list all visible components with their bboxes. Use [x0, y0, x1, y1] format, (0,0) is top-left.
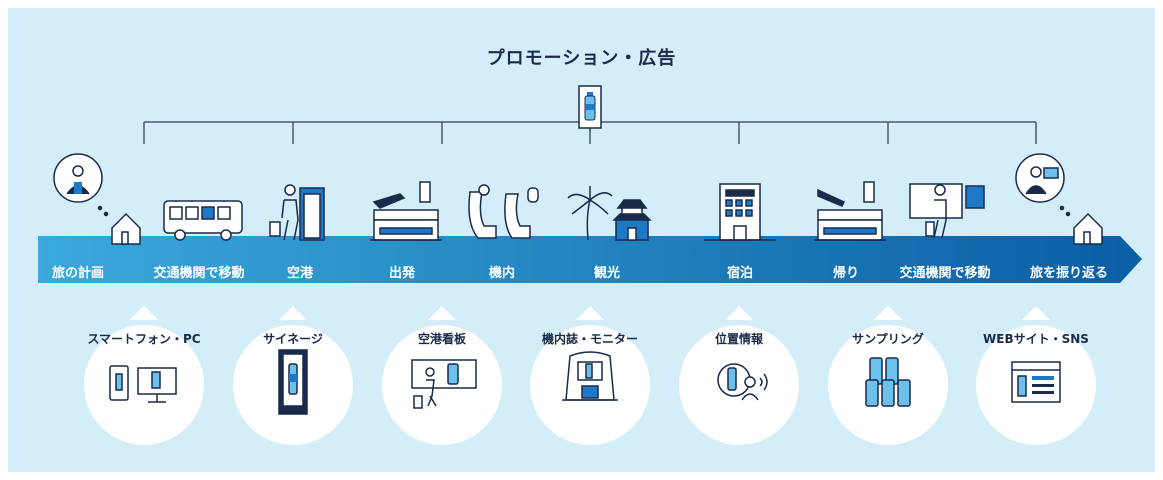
- channel-label-7: WEBサイト・SNS: [983, 332, 1089, 346]
- channel-label-2: サイネージ: [263, 332, 323, 346]
- bottle-poster-icon: [578, 85, 602, 129]
- airplane-seat-icon: [468, 184, 539, 239]
- channel-label-6: サンプリング: [852, 332, 924, 346]
- train-station-traveler-icon: [909, 183, 985, 239]
- hotel-icon: [704, 183, 776, 241]
- location-info-icon: [717, 363, 768, 401]
- diagram-title: プロモーション・広告: [486, 48, 677, 69]
- stage-label-6: 観光: [593, 266, 620, 281]
- channel-label-1: スマートフォン・PC: [87, 332, 201, 346]
- sampling-bottles-icon: [865, 357, 911, 407]
- airport-billboard-icon: [411, 359, 477, 409]
- sightseeing-palm-castle-icon: [567, 186, 652, 241]
- stage-label-10: 旅を振り返る: [1029, 266, 1108, 281]
- channel-label-3: 空港看板: [417, 332, 466, 346]
- departure-airport-icon: [370, 181, 442, 241]
- planning-person-house-icon: [53, 153, 141, 245]
- inflight-monitor-icon: [562, 351, 618, 401]
- channel-label-5: 位置情報: [714, 332, 763, 346]
- stage-label-7: 宿泊: [726, 266, 753, 281]
- stage-label-9: 交通機関で移動: [899, 266, 991, 281]
- stage-label-8: 帰り: [832, 266, 859, 281]
- channel-label-4: 機内誌・モニター: [541, 332, 638, 346]
- airport-traveler-door-icon: [269, 184, 325, 241]
- smartphone-pc-icon: [109, 365, 177, 403]
- bus-icon: [163, 200, 243, 241]
- review-person-house-icon: [1015, 153, 1103, 245]
- stage-label-1: 旅の計画: [51, 266, 104, 281]
- arrival-airport-icon: [814, 181, 886, 241]
- signage-icon: [278, 349, 308, 415]
- stage-label-2: 交通機関で移動: [153, 266, 245, 281]
- stage-label-4: 出発: [388, 266, 415, 281]
- website-sns-icon: [1011, 361, 1061, 403]
- journey-arrow: [38, 236, 1142, 283]
- stage-label-3: 空港: [286, 266, 313, 281]
- stage-label-5: 機内: [488, 266, 515, 281]
